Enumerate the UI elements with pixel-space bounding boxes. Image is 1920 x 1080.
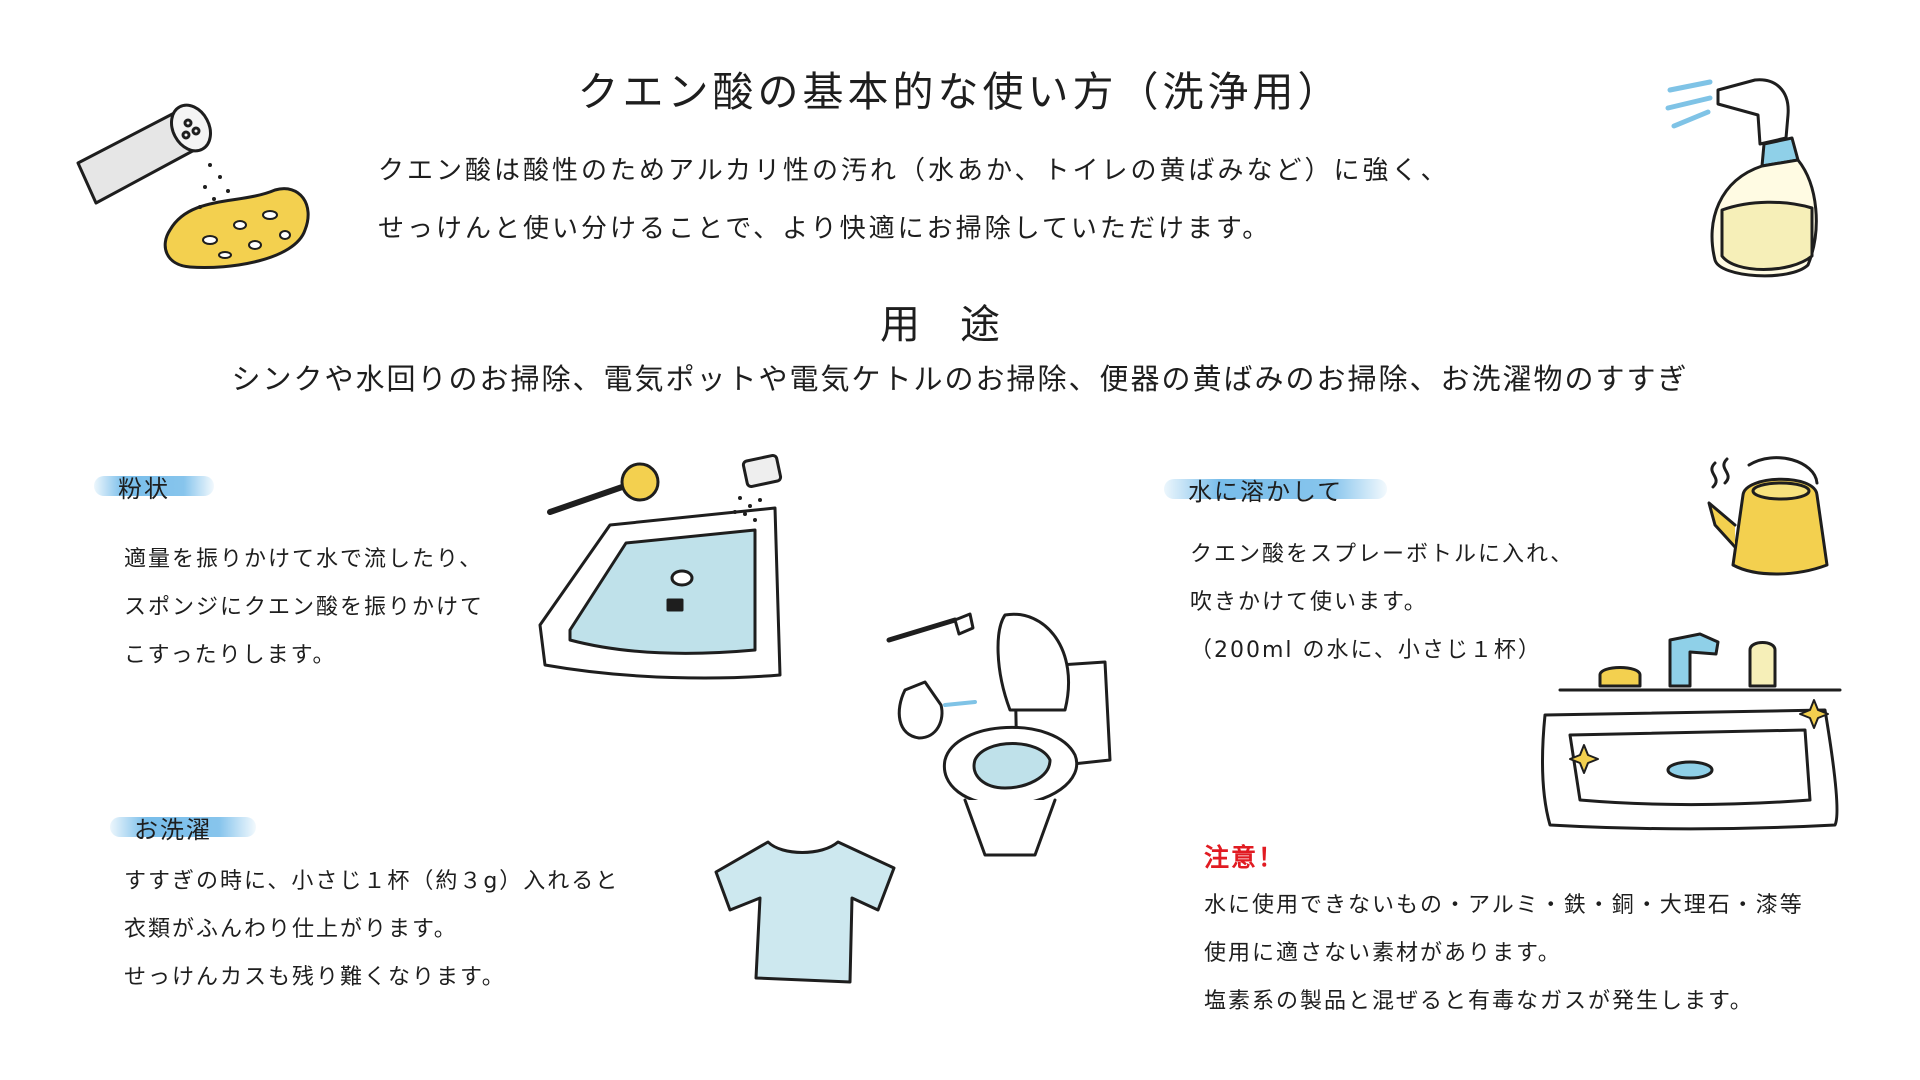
- powder-badge: 粉状: [94, 467, 214, 508]
- laundry-badge: お洗濯: [110, 808, 256, 849]
- laundry-label: お洗濯: [134, 816, 212, 844]
- dissolved-text: クエン酸をスプレーボトルに入れ、 吹きかけて使います。 （200ml の水に、小…: [1190, 531, 1574, 675]
- dissolved-badge: 水に溶かして: [1164, 470, 1388, 511]
- laundry-text: すすぎの時に、小さじ１杯（約３g）入れると 衣類がふんわり仕上がります。 せっけ…: [124, 858, 619, 1002]
- laundry-line: せっけんカスも残り難くなります。: [124, 965, 506, 990]
- laundry-line: すすぎの時に、小さじ１杯（約３g）入れると: [124, 869, 620, 894]
- caution-line: 塩素系の製品と混ぜると有毒なガスが発生します。: [1204, 989, 1754, 1014]
- usage-title: 用途: [880, 302, 1040, 348]
- powder-label: 粉状: [118, 475, 170, 503]
- usage-text: シンクや水回りのお掃除、電気ポットや電気ケトルのお掃除、便器の黄ばみのお掃除、お…: [231, 362, 1689, 396]
- dissolved-line: （200ml の水に、小さじ１杯）: [1190, 638, 1542, 663]
- washbasin-icon: [1541, 632, 1842, 831]
- caution-title: 注意！: [1204, 843, 1286, 872]
- caution-line: 水に使用できないもの・アルミ・鉄・銅・大理石・漆等: [1204, 893, 1804, 918]
- powder-line: スポンジにクエン酸を振りかけて: [124, 595, 485, 620]
- laundry-line: 衣類がふんわり仕上がります。: [124, 917, 458, 942]
- dissolved-line: 吹きかけて使います。: [1190, 590, 1428, 615]
- powder-line: こすったりします。: [124, 643, 337, 668]
- tshirt-icon: [714, 840, 896, 984]
- intro-line: せっけんと使い分けることで、より快適にお掃除していただけます。: [378, 214, 1272, 244]
- powder-text: 適量を振りかけて水で流したり、 スポンジにクエン酸を振りかけて こすったりします…: [124, 536, 484, 680]
- page-title: クエン酸の基本的な使い方（洗浄用）: [577, 68, 1343, 116]
- caution-line: 使用に適さない素材があります。: [1204, 941, 1562, 966]
- shaker-sponge-icon: [76, 103, 310, 269]
- powder-line: 適量を振りかけて水で流したり、: [124, 547, 484, 572]
- intro-text: クエン酸は酸性のためアルカリ性の汚れ（水あか、トイレの黄ばみなど）に強く、 せっ…: [378, 142, 1449, 258]
- kettle-icon: [1707, 456, 1829, 576]
- intro-line: クエン酸は酸性のためアルカリ性の汚れ（水あか、トイレの黄ばみなど）に強く、: [378, 156, 1450, 186]
- dissolved-line: クエン酸をスプレーボトルに入れ、: [1190, 542, 1575, 567]
- toilet-icon: [886, 612, 1112, 857]
- spray-bottle-icon: [1665, 78, 1818, 278]
- dissolved-label: 水に溶かして: [1188, 478, 1344, 506]
- caution-text: 水に使用できないもの・アルミ・鉄・銅・大理石・漆等 使用に適さない素材があります…: [1204, 882, 1804, 1026]
- sink-icon: [538, 453, 783, 680]
